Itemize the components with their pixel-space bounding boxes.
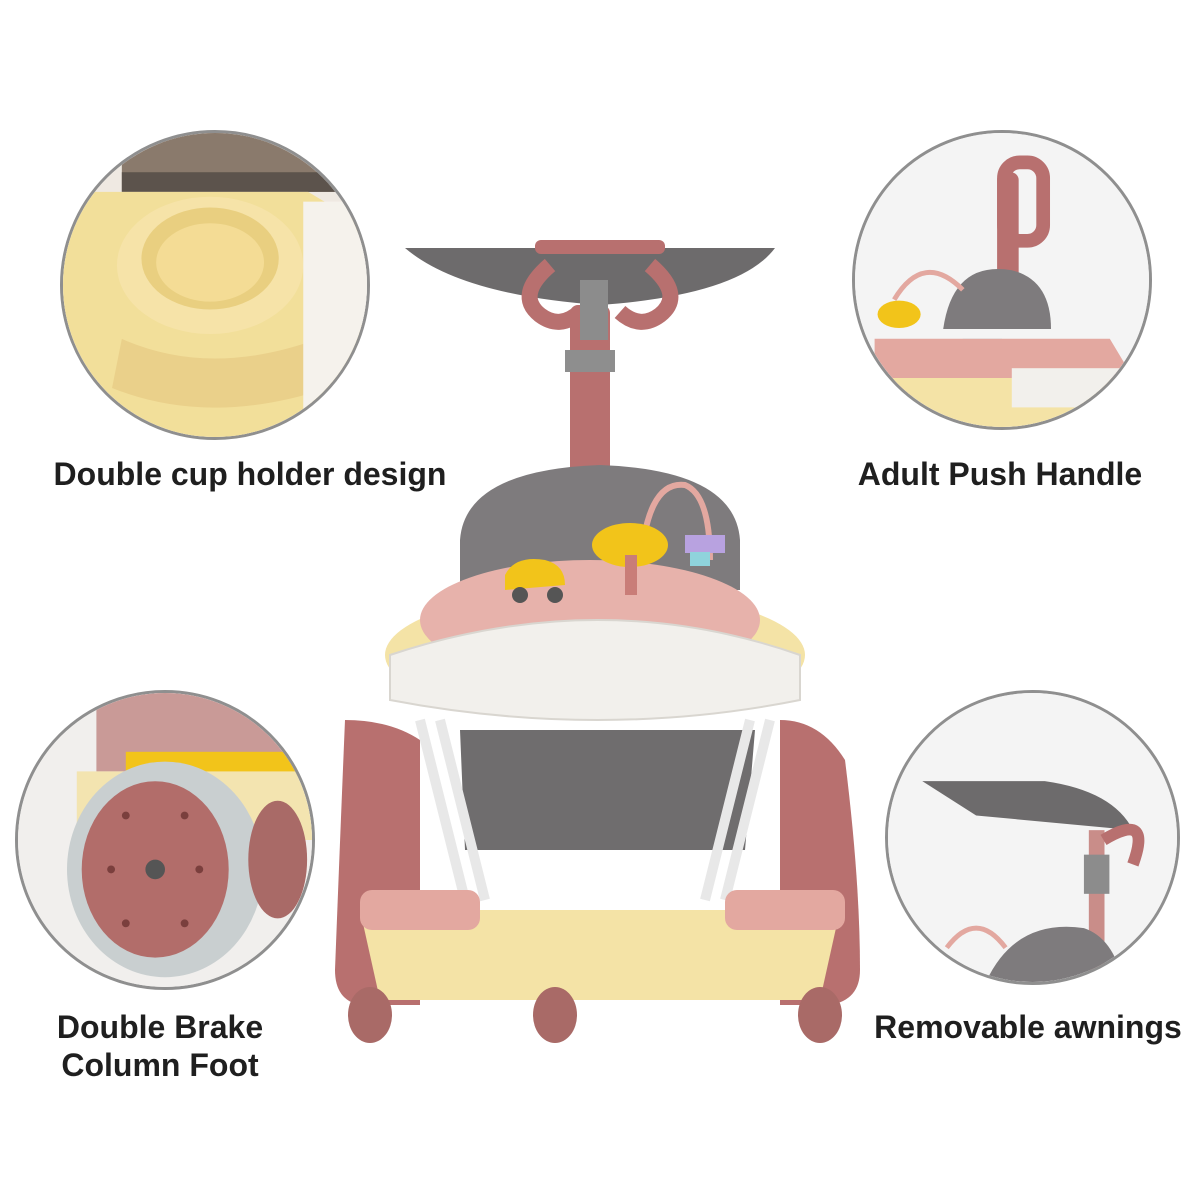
wheel-left xyxy=(348,987,392,1043)
canopy xyxy=(405,248,775,305)
wheel-center xyxy=(533,987,577,1043)
front-bumper xyxy=(360,910,840,1000)
push-handle-caption: Adult Push Handle xyxy=(857,456,1143,492)
brake-wheel-illustration xyxy=(18,693,312,987)
bumper-corner-left xyxy=(360,890,480,930)
toy-car-wheel-left xyxy=(512,587,528,603)
cup-holder-detail-image xyxy=(60,130,370,440)
handle-adjust-clip xyxy=(580,280,608,340)
toy-mushroom xyxy=(592,523,668,567)
canopy-arm-right xyxy=(614,258,679,330)
fabric-footrest xyxy=(460,730,755,850)
tray-white xyxy=(389,619,801,721)
leg-left xyxy=(415,718,490,902)
toy-mushroom-stem xyxy=(625,555,637,595)
handle-lock-band xyxy=(565,350,615,372)
canopy-arm-left xyxy=(521,258,586,330)
toy-beads xyxy=(685,535,725,553)
baby-walker-product-image xyxy=(335,240,860,1043)
canopy-mount xyxy=(535,240,665,254)
bumper-corner-right xyxy=(725,890,845,930)
cup-holder-illustration xyxy=(63,133,367,437)
brake-detail-image xyxy=(15,690,315,990)
brake-caption-line1: Double Brake xyxy=(56,1009,264,1045)
toy-beads-2 xyxy=(690,552,710,566)
wheel-right xyxy=(798,987,842,1043)
awning-caption: Removable awnings xyxy=(874,1009,1182,1045)
seat-back xyxy=(460,465,740,590)
awning-detail-image xyxy=(885,690,1180,985)
cup-holder-caption: Double cup holder design xyxy=(53,456,447,492)
awning-illustration xyxy=(888,693,1177,982)
leg-right xyxy=(700,718,775,902)
brake-caption-line2: Column Foot xyxy=(61,1047,259,1083)
toy-car-wheel-right xyxy=(547,587,563,603)
toy-car xyxy=(505,559,565,590)
